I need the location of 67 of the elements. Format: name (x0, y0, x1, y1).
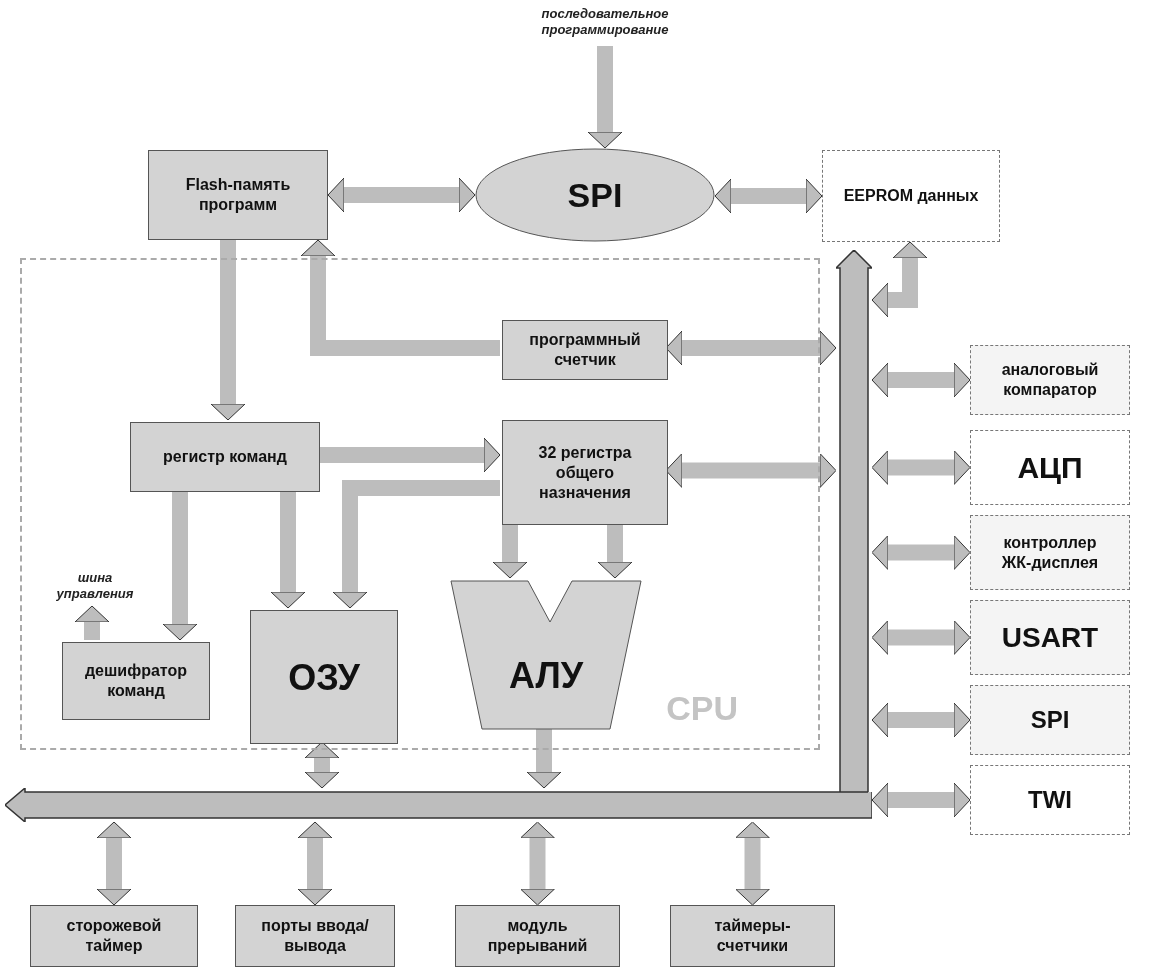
region-label: CPU (666, 689, 738, 727)
bus-arrow (714, 178, 823, 214)
bus-arrow (300, 239, 500, 356)
bus-arrow (74, 605, 110, 640)
peripheral-box (970, 430, 1130, 505)
box-label: сторожевой таймер (65, 916, 163, 956)
bus-arrow (871, 782, 971, 818)
peripheral-box (455, 905, 620, 967)
bus-arrow (520, 821, 555, 906)
bus-arrow (332, 480, 500, 609)
peripheral-box (970, 600, 1130, 675)
peripheral-box (670, 905, 835, 967)
register-box (130, 422, 320, 492)
peripheral-box (30, 905, 198, 967)
box-label: модуль прерываний (486, 916, 589, 956)
box-label: ОЗУ (288, 655, 360, 700)
alu-trapezoid (450, 580, 642, 730)
box-label: 32 регистра общего назначения (537, 442, 633, 503)
memory-box (148, 150, 328, 240)
bus-arrow (526, 728, 562, 789)
dashed-region (20, 258, 820, 750)
bus-arrow (297, 821, 333, 906)
bus-arrow (587, 46, 623, 149)
peripheral-box (970, 685, 1130, 755)
bus-arrow (597, 523, 633, 579)
memory-box (250, 610, 398, 744)
bus-arrow (871, 362, 971, 398)
annotation-text: последовательное программирование (490, 6, 720, 46)
bus-arrow (871, 535, 971, 570)
box-label: порты ввода/вывода (260, 916, 370, 956)
annotation-text: шина управления (52, 570, 138, 608)
counter-box (502, 320, 668, 380)
box-label: АЦП (1017, 449, 1083, 486)
bus-arrow (162, 490, 198, 641)
box-label: дешифратор команд (83, 661, 189, 701)
bus-arrow (318, 437, 501, 473)
bus-arrow (492, 523, 528, 579)
box-label: SPI (567, 174, 623, 216)
bus-arrow (210, 240, 246, 421)
interface-ellipse (475, 148, 715, 242)
bus-arrow (96, 821, 132, 906)
bus-arrow (871, 620, 971, 655)
box-label: программный счетчик (528, 330, 642, 370)
bus-arrow (327, 177, 476, 213)
peripheral-box (970, 765, 1130, 835)
bus-arrow (871, 241, 928, 318)
bus-bar (5, 788, 872, 822)
peripheral-box (235, 905, 395, 967)
box-label: аналоговый компаратор (1000, 360, 1100, 400)
memory-box (822, 150, 1000, 242)
box-label: таймеры-счетчики (713, 916, 792, 956)
bus-arrow (871, 702, 971, 738)
box-label: регистр команд (163, 447, 287, 467)
peripheral-box (970, 345, 1130, 415)
box-label: АЛУ (508, 653, 584, 698)
bus-arrow (270, 490, 306, 609)
box-label: TWI (1028, 785, 1072, 815)
box-label: контроллер ЖК-дисплея (1000, 532, 1100, 573)
box-label: SPI (1030, 705, 1070, 735)
peripheral-box (970, 515, 1130, 590)
box-label: EEPROM данных (843, 186, 979, 206)
decoder-box (62, 642, 210, 720)
bus-arrow (735, 821, 770, 906)
box-label: Flash-память программ (184, 175, 292, 215)
box-label: USART (1001, 621, 1099, 655)
register-box (502, 420, 668, 525)
bus-arrow (871, 450, 971, 485)
